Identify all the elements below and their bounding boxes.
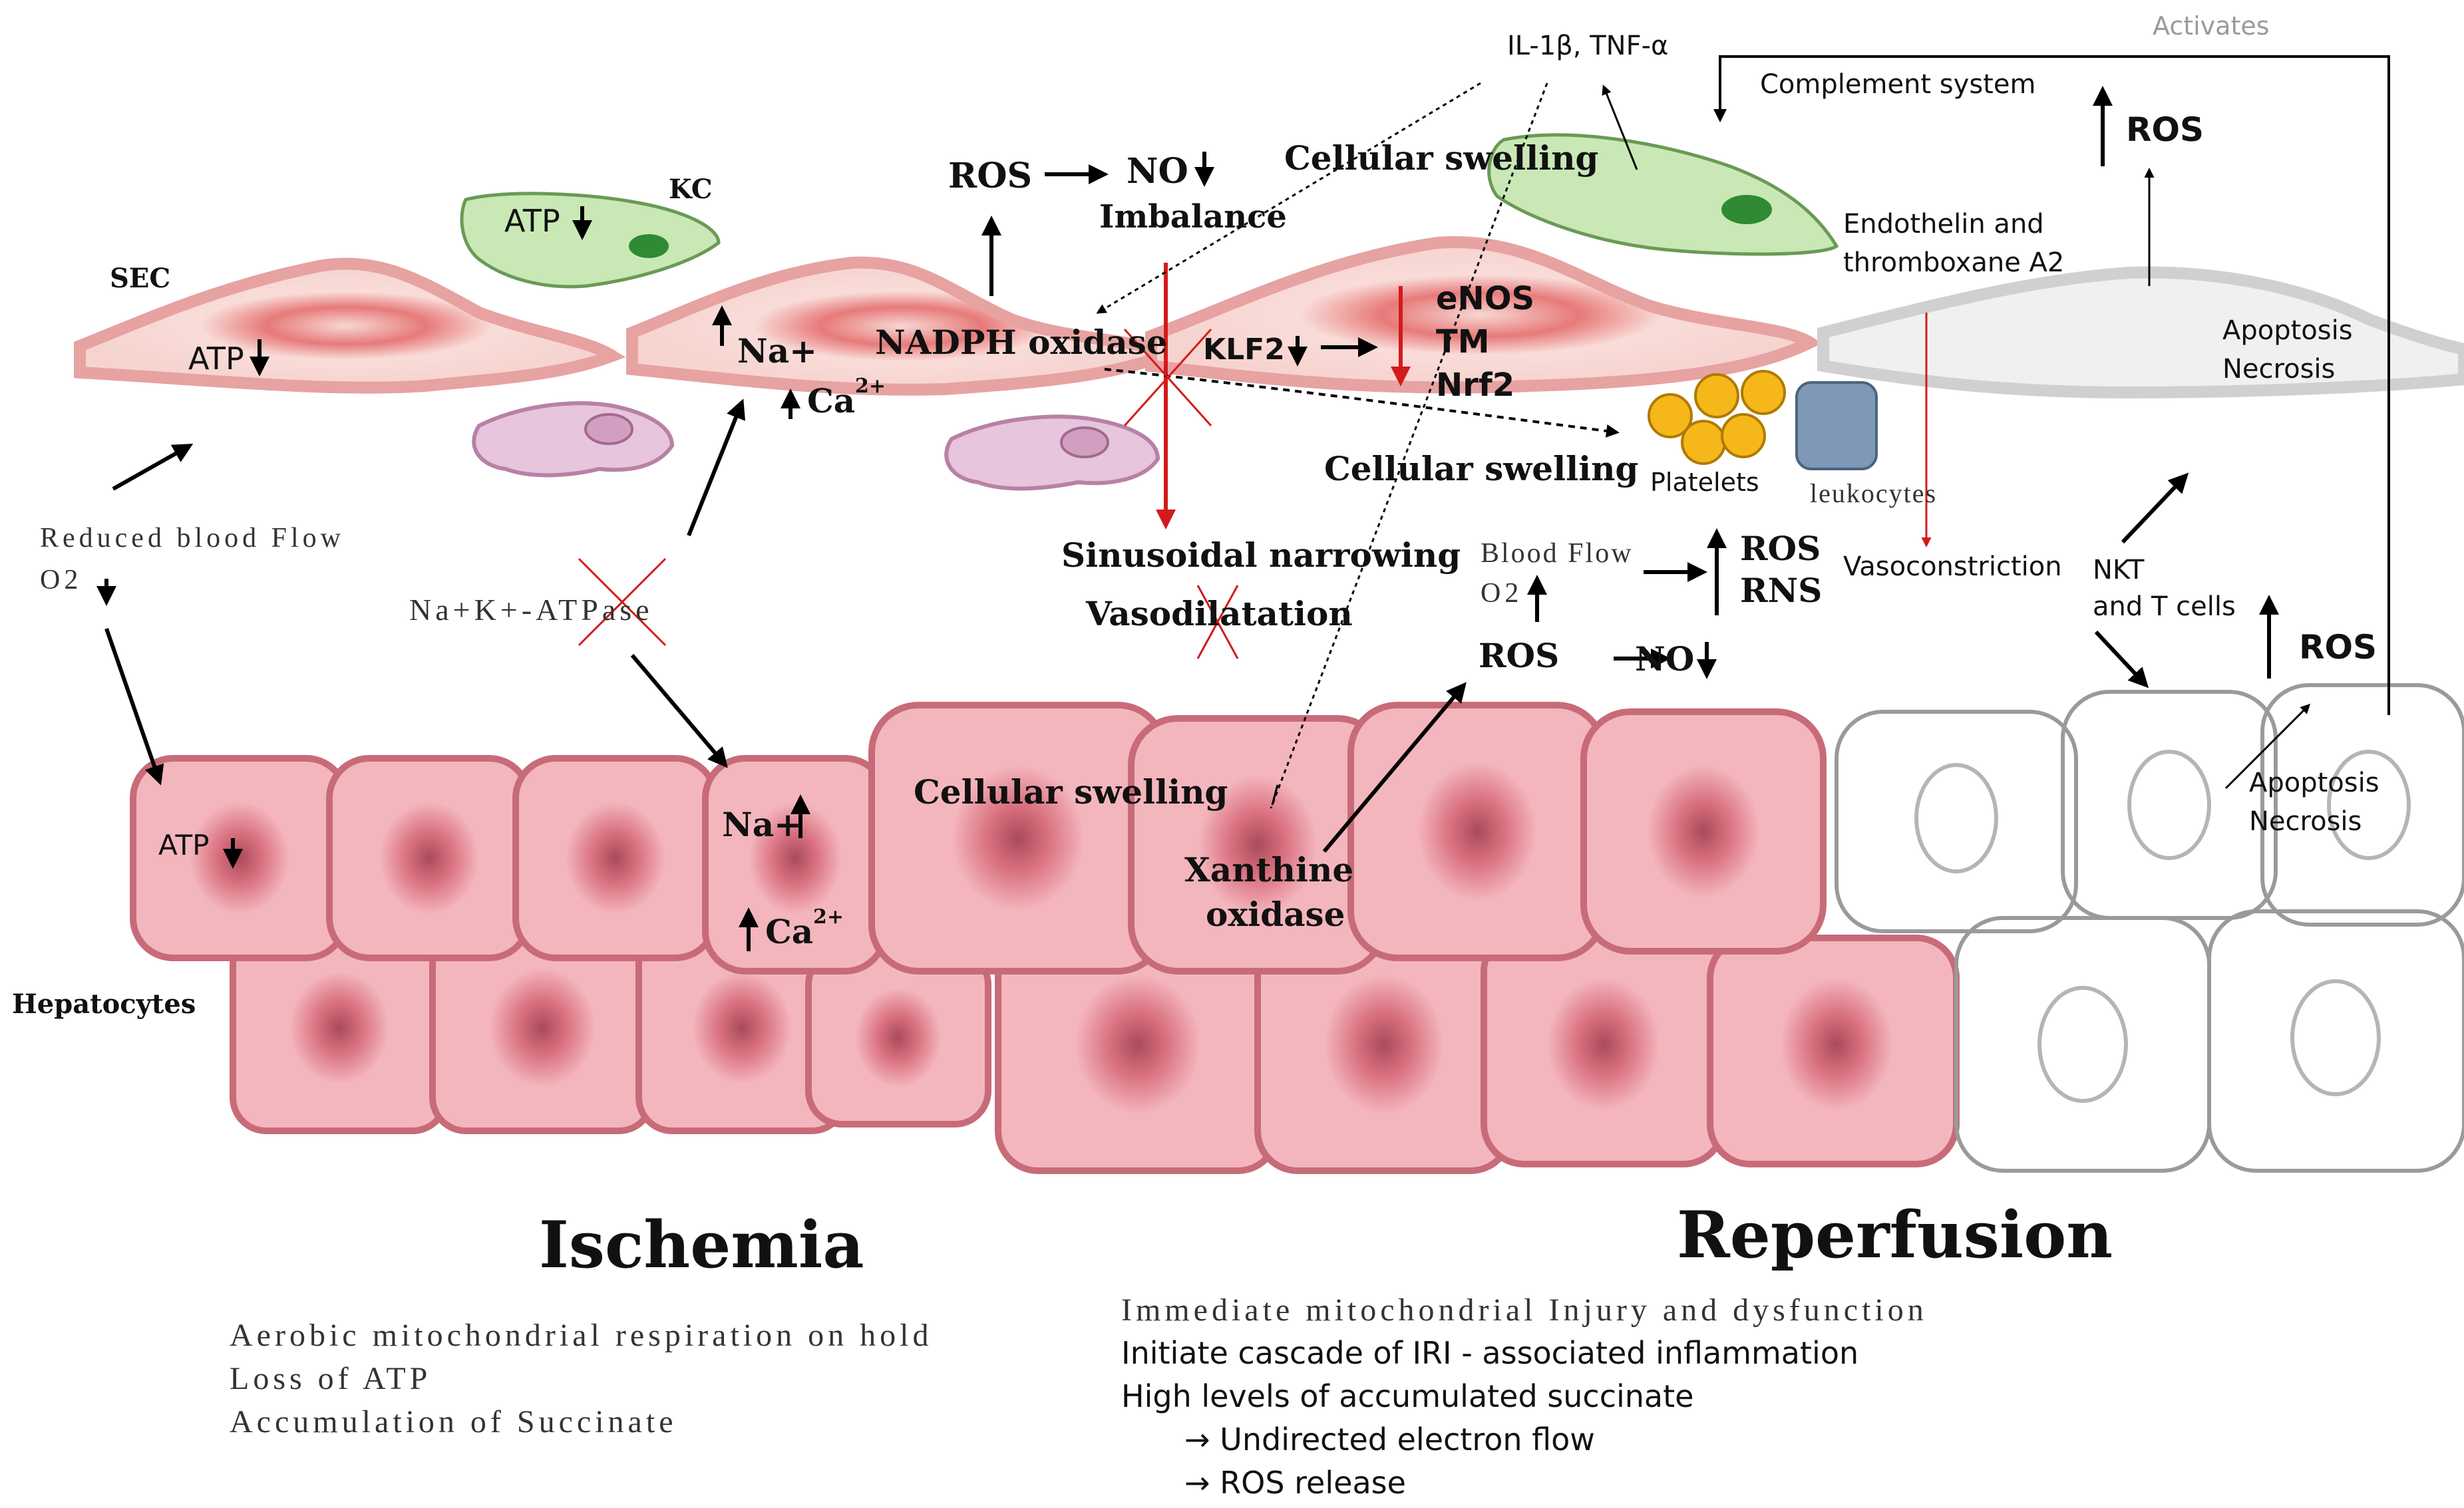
label-tm: TM	[1436, 323, 1490, 361]
label-oxidase: oxidase	[1206, 895, 1345, 934]
label-vasoconstriction: Vasoconstriction	[1843, 551, 2062, 582]
hepatocyte-cell	[1481, 928, 1727, 1167]
label-imbalance: Imbalance	[1099, 198, 1287, 235]
label-apoptosis-bottom: Apoptosis	[2249, 768, 2379, 798]
label-ca-hep-sup: 2+	[813, 905, 844, 929]
label-hepatocytes: Hepatocytes	[12, 988, 196, 1020]
sec-cell	[1145, 236, 1823, 394]
label-sec: SEC	[110, 263, 170, 294]
label-na-k-atpase: Na+K+-ATPase	[409, 593, 653, 627]
label-ca-sec: Ca	[807, 381, 855, 420]
label-na-sec: Na+	[737, 331, 817, 371]
hepatocyte-cell	[512, 755, 719, 961]
platelets	[1648, 370, 1786, 465]
reperfusion-line: Initiate cascade of IRI - associated inf…	[1121, 1335, 1858, 1371]
hepatocyte-cell	[1707, 935, 1960, 1167]
ischemia-line: Loss of ATP	[230, 1361, 431, 1396]
sec-layer	[74, 236, 2464, 491]
label-ros-right: ROS	[1740, 529, 1821, 568]
hepatocyte-cell	[429, 928, 655, 1134]
label-il1b-tnfa: IL-1β, TNF-α	[1507, 31, 1668, 61]
label-ros-top-right: ROS	[2126, 110, 2204, 149]
label-no-mid: NO	[1635, 639, 1694, 679]
arrows	[96, 55, 2390, 951]
label-o2-left: O2	[40, 565, 82, 595]
label-na-hep: Na+	[722, 805, 802, 844]
label-endothelin: Endothelin and	[1843, 209, 2044, 239]
label-necrosis-bottom: Necrosis	[2249, 806, 2362, 837]
label-complement: Complement system	[1760, 69, 2035, 100]
label-sinusoidal: Sinusoidal narrowing	[1061, 535, 1461, 575]
leukocyte	[1795, 381, 1878, 470]
label-cellular-swelling-kc: Cellular swelling	[1284, 138, 1598, 178]
stellate-cell	[472, 401, 675, 478]
label-nrf2: Nrf2	[1436, 367, 1514, 404]
hepatocyte-cell	[868, 702, 1168, 975]
label-no-left-top: NO	[1127, 151, 1188, 192]
reperfusion-line: → ROS release	[1184, 1465, 1406, 1501]
necrotic-cell-sketch	[1835, 683, 2464, 1173]
hepatocyte-cell	[1347, 702, 1607, 961]
label-necrosis-top: Necrosis	[2222, 354, 2335, 384]
label-rns-right: RNS	[1740, 571, 1822, 610]
hepatocyte-cell	[1580, 708, 1827, 955]
label-leukocytes: leukocytes	[1810, 478, 1937, 508]
label-nadph: NADPH oxidase	[875, 323, 1168, 362]
hepatocyte-cell	[1254, 915, 1514, 1174]
label-atp-sec: ATP	[188, 341, 244, 377]
label-t-cells: and T cells	[2093, 591, 2236, 622]
hepatocyte-cell	[995, 915, 1281, 1174]
ischemia-line: Accumulation of Succinate	[230, 1404, 677, 1439]
hepatocyte-layer	[130, 683, 2464, 1174]
label-ca-hep: Ca	[765, 912, 813, 951]
hepatocyte-cell	[326, 755, 532, 961]
label-reduced-flow: Reduced blood Flow	[40, 523, 345, 553]
label-atp-hep: ATP	[158, 829, 209, 861]
ischemia-line: Aerobic mitochondrial respiration on hol…	[230, 1318, 932, 1353]
label-xanthine: Xanthine	[1184, 850, 1353, 889]
label-thromboxane: thromboxane A2	[1843, 247, 2064, 278]
label-activates: Activates	[2153, 11, 2270, 41]
label-ros-left-top: ROS	[948, 156, 1032, 196]
sec-cell-faded	[1817, 266, 2464, 399]
label-cellular-swelling-hep: Cellular swelling	[914, 772, 1228, 812]
label-kc: KC	[669, 174, 713, 205]
sec-cell	[626, 256, 1188, 396]
hepatocyte-cell	[1128, 715, 1387, 975]
label-ca-sec-sup: 2+	[855, 375, 886, 398]
ischemia-title: Ischemia	[539, 1207, 864, 1282]
label-nkt: NKT	[2093, 555, 2145, 585]
label-ros-mid: ROS	[1479, 636, 1559, 675]
stellate-cell	[944, 414, 1160, 491]
label-enos: eNOS	[1436, 280, 1534, 317]
reperfusion-line: High levels of accumulated succinate	[1121, 1378, 1693, 1414]
label-klf2: KLF2	[1203, 333, 1285, 367]
sec-cell	[74, 257, 626, 394]
labels: SEC KC Hepatocytes IL-1β, TNF-α Activate…	[12, 11, 2379, 1501]
hepatocyte-cell	[805, 948, 991, 1128]
reperfusion-line: Immediate mitochondrial Injury and dysfu…	[1121, 1292, 1928, 1328]
label-apoptosis-top: Apoptosis	[2222, 315, 2353, 346]
label-vasodilatation: Vasodilatation	[1085, 594, 1353, 633]
reperfusion-line: → Undirected electron flow	[1184, 1422, 1595, 1457]
label-ros-lower-right: ROS	[2299, 628, 2377, 667]
kupffer-cell-swollen	[1487, 133, 1839, 256]
label-cellular-swelling-mid: Cellular swelling	[1324, 449, 1638, 488]
label-o2-mid: O2	[1481, 578, 1522, 609]
kupffer-cell	[460, 192, 721, 289]
label-atp-kc: ATP	[504, 203, 560, 239]
label-blood-flow: Blood Flow	[1481, 538, 1634, 569]
label-platelets: Platelets	[1650, 468, 1759, 497]
hepatocyte-cell	[635, 921, 848, 1134]
reperfusion-title: Reperfusion	[1677, 1197, 2113, 1273]
